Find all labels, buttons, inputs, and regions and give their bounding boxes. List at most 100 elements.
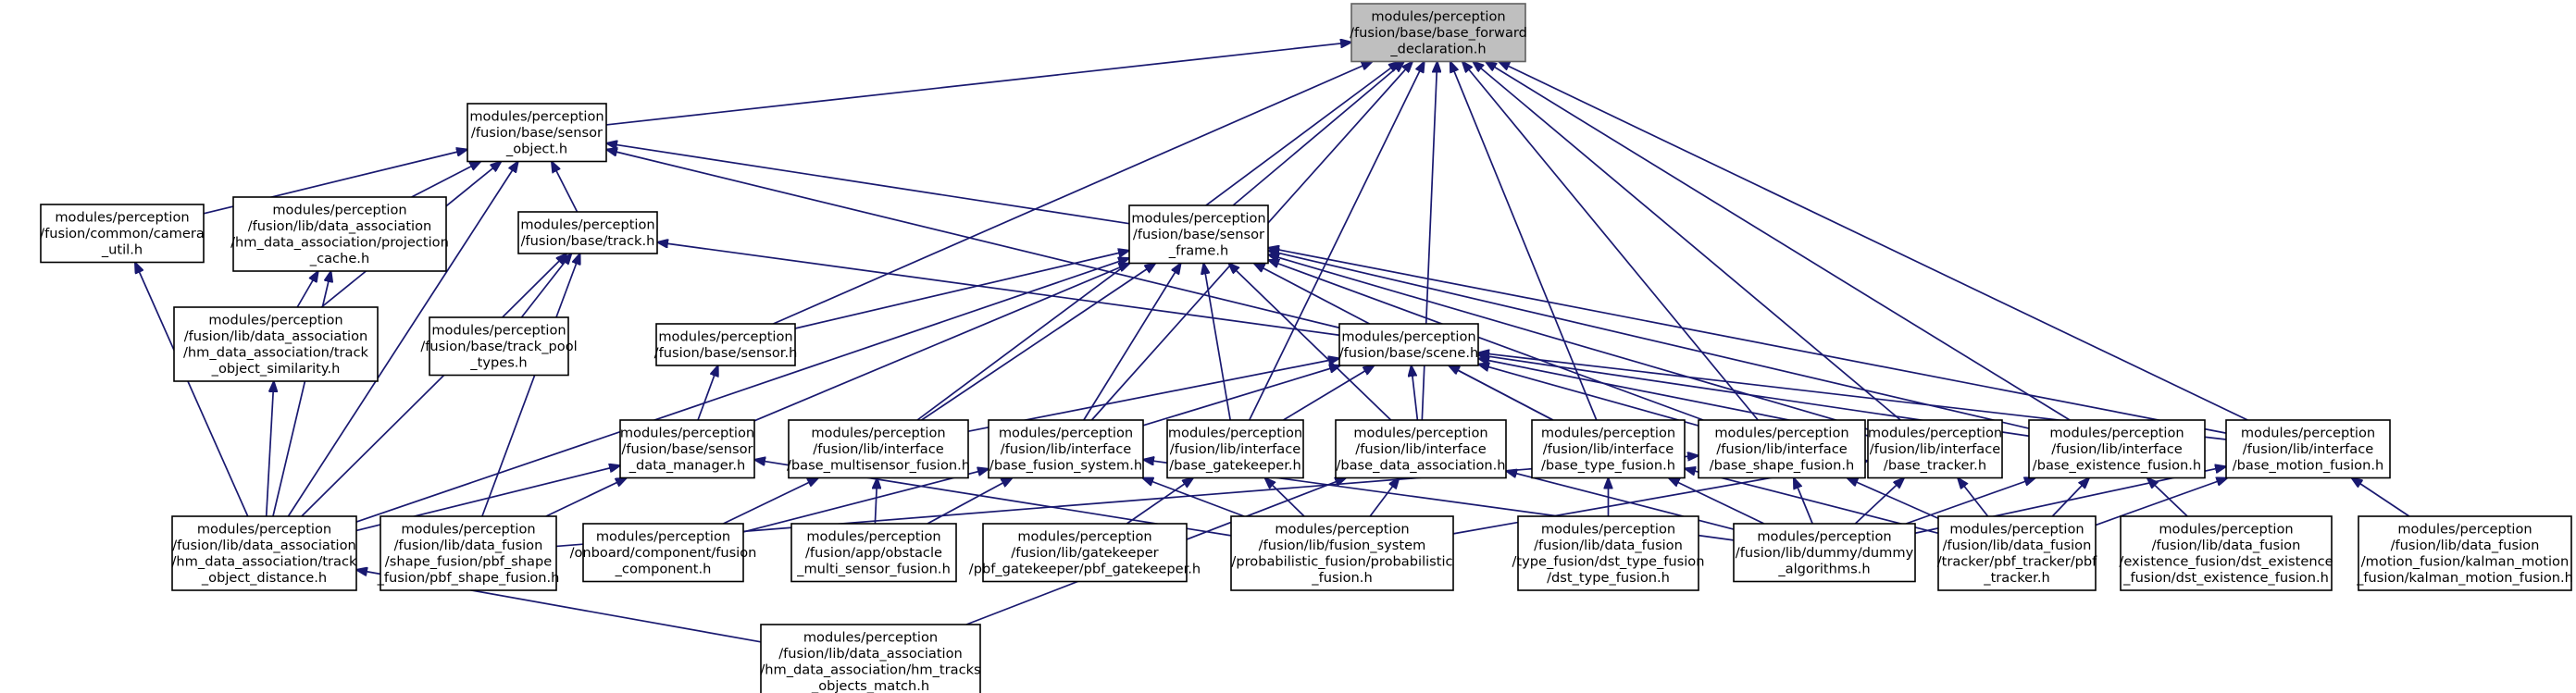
node-box [1937, 515, 2097, 591]
node-box [1338, 323, 1479, 366]
node-sensor_object[interactable]: modules/perception/fusion/base/sensor_ob… [467, 103, 607, 163]
node-label-line: /fusion/lib/data_fusion [2391, 538, 2540, 553]
node-label-line: modules/perception [1131, 211, 1265, 227]
node-label-line: /fusion/lib/data_association [184, 328, 368, 344]
node-label-line: _object_distance.h [201, 570, 327, 586]
node-dst_existence_fusion[interactable]: modules/perception/fusion/lib/data_fusio… [2119, 515, 2333, 591]
edge-base_shape_fusion-to-scene [1478, 364, 1699, 427]
node-sensor_data_manager[interactable]: modules/perception/fusion/base/sensor_da… [619, 419, 755, 479]
node-label-line: _fusion/pbf_shape_fusion.h [377, 570, 560, 586]
node-base_motion_fusion[interactable]: modules/perception/fusion/lib/interface/… [2225, 419, 2391, 479]
node-pbf_tracker[interactable]: modules/perception/fusion/lib/data_fusio… [1937, 515, 2097, 591]
node-label-line: modules/perception [1341, 329, 1475, 345]
node-label-line: modules/perception [520, 217, 654, 233]
node-label-line: /hm_data_association/hm_tracks [760, 662, 980, 678]
node-box [982, 523, 1188, 583]
node-camera_util[interactable]: modules/perception/fusion/common/camera_… [40, 204, 205, 264]
node-dummy_algorithms[interactable]: modules/perception/fusion/lib/dummy/dumm… [1733, 523, 1916, 583]
node-base_data_association[interactable]: modules/perception/fusion/lib/interface/… [1335, 419, 1507, 479]
node-label-line: /fusion/lib/dummy/dummy [1736, 545, 1914, 561]
edge-track-to-sensor_object [552, 162, 579, 213]
node-projection_cache[interactable]: modules/perception/fusion/lib/data_assoc… [230, 196, 449, 272]
node-label-line: /motion_fusion/kalman_motion [2361, 554, 2569, 570]
node-box [40, 204, 205, 264]
node-label-line: /type_fusion/dst_type_fusion [1512, 554, 1705, 570]
node-base_shape_fusion[interactable]: modules/perception/fusion/lib/interface/… [1698, 419, 1866, 479]
edge-base_data_association-to-base_forward_declaration [1421, 62, 1437, 421]
edge-track_object_distance-to-sensor_object [287, 162, 517, 517]
node-label-line: /probabilistic_fusion/probabilistic [1231, 554, 1452, 570]
edge-pbf_shape_fusion-to-base_shape_fusion [555, 455, 1699, 548]
edge-base_motion_fusion-to-sensor_frame [1268, 248, 2227, 434]
edge-base_type_fusion-to-base_forward_declaration [1450, 62, 1598, 421]
node-label-line: modules/perception [2397, 522, 2532, 538]
node-label-line: /fusion/lib/fusion_system [1259, 538, 1426, 553]
edge-obstacle_multi_sensor_fusion-to-base_multisensor_fusion [875, 478, 877, 525]
node-label-line: /fusion/lib/interface [1543, 441, 1674, 457]
node-label-line: /fusion/lib/interface [2051, 441, 2182, 457]
node-label-line: /fusion/base/sensor.h [654, 345, 798, 361]
edge-base_tracker-to-base_forward_declaration [1473, 62, 1901, 421]
node-dst_type_fusion[interactable]: modules/perception/fusion/lib/data_fusio… [1512, 515, 1705, 591]
node-obstacle_multi_sensor_fusion[interactable]: modules/perception/fusion/app/obstacle_m… [790, 523, 957, 583]
node-base_forward_declaration[interactable]: modules/perception/fusion/base/base_forw… [1350, 3, 1527, 63]
node-box [173, 306, 379, 382]
node-label-line: /fusion/lib/interface [1355, 441, 1486, 457]
node-label-line: _tracker.h [1983, 570, 2049, 586]
node-pbf_shape_fusion[interactable]: modules/perception/fusion/lib/data_fusio… [377, 515, 560, 591]
node-label-line: modules/perception [1714, 426, 1848, 441]
edge-pbf_shape_fusion-to-track [481, 254, 580, 517]
node-track_object_distance[interactable]: modules/perception/fusion/lib/data_assoc… [171, 515, 358, 591]
edge-pbf_tracker-to-base_motion_fusion [2095, 478, 2227, 526]
node-label-line: /fusion/base/track_pool [420, 339, 577, 354]
edge-pbf_tracker-to-base_shape_fusion [1847, 478, 1939, 520]
node-label-line: _algorithms.h [1777, 562, 1870, 577]
node-label-line: /dst_type_fusion.h [1547, 570, 1670, 586]
node-box [1733, 523, 1916, 583]
edge-base_multisensor_fusion-to-scene [967, 358, 1339, 432]
node-label-line: /tracker/pbf_tracker/pbf [1937, 554, 2097, 570]
edge-dummy_algorithms-to-base_existence_fusion [1905, 478, 2035, 525]
node-base_type_fusion[interactable]: modules/perception/fusion/lib/interface/… [1531, 419, 1686, 479]
node-base_tracker[interactable]: modules/perception/fusion/lib/interface/… [1867, 419, 2003, 479]
node-probabilistic_fusion[interactable]: modules/perception/fusion/lib/fusion_sys… [1230, 515, 1454, 591]
node-base_multisensor_fusion[interactable]: modules/perception/fusion/lib/interface/… [787, 419, 970, 479]
node-scene[interactable]: modules/perception/fusion/base/scene.h [1338, 323, 1479, 366]
node-label-line: modules/perception [2159, 522, 2293, 538]
edge-base_gatekeeper-to-sensor_frame [1203, 264, 1232, 421]
node-track_pool_types[interactable]: modules/perception/fusion/base/track_poo… [420, 316, 578, 377]
edge-pbf_tracker-to-base_existence_fusion [2051, 478, 2089, 517]
edge-track_object_distance-to-camera_util [135, 263, 249, 517]
node-base_gatekeeper[interactable]: modules/perception/fusion/lib/interface/… [1166, 419, 1304, 479]
node-label-line: _frame.h [1168, 243, 1228, 259]
node-sensor[interactable]: modules/perception/fusion/base/sensor.h [654, 323, 798, 366]
edge-sensor_data_manager-to-sensor [697, 365, 718, 421]
edge-pbf_gatekeeper-to-base_gatekeeper [1126, 478, 1193, 525]
node-pbf_gatekeeper[interactable]: modules/perception/fusion/lib/gatekeeper… [969, 523, 1201, 583]
node-base_existence_fusion[interactable]: modules/perception/fusion/lib/interface/… [2028, 419, 2206, 479]
node-hm_tracks_objects_match[interactable]: modules/perception/fusion/lib/data_assoc… [760, 624, 981, 693]
node-box [2358, 515, 2572, 591]
node-label-line: _object_similarity.h [211, 361, 341, 377]
node-label-line: _fusion.h [1311, 570, 1372, 586]
node-box [582, 523, 744, 583]
node-box [1128, 204, 1269, 265]
node-label-line: /fusion/base/track.h [521, 233, 655, 249]
nodes-layer: modules/perception/fusion/base/base_forw… [40, 3, 2573, 693]
node-box [1350, 3, 1526, 63]
edge-fusion_component-to-base_multisensor_fusion [723, 478, 818, 525]
node-base_fusion_system[interactable]: modules/perception/fusion/lib/interface/… [988, 419, 1144, 479]
edge-probabilistic_fusion-to-base_fusion_system [1142, 478, 1245, 517]
node-label-line: /fusion/lib/data_association [248, 218, 432, 234]
node-label-line: modules/perception [1949, 522, 2084, 538]
node-track[interactable]: modules/perception/fusion/base/track.h [517, 211, 658, 254]
node-kalman_motion_fusion[interactable]: modules/perception/fusion/lib/data_fusio… [2356, 515, 2573, 591]
node-label-line: _fusion/kalman_motion_fusion.h [2356, 570, 2573, 586]
node-label-line: /fusion/lib/data_fusion [1534, 538, 1683, 553]
node-box [2120, 515, 2333, 591]
node-track_object_similarity[interactable]: modules/perception/fusion/lib/data_assoc… [173, 306, 379, 382]
edge-sensor-to-base_forward_declaration [773, 62, 1372, 325]
node-sensor_frame[interactable]: modules/perception/fusion/base/sensor_fr… [1128, 204, 1269, 265]
node-fusion_component[interactable]: modules/perception/onboard/component/fus… [570, 523, 757, 583]
node-label-line: /fusion/base/sensor [621, 441, 753, 457]
